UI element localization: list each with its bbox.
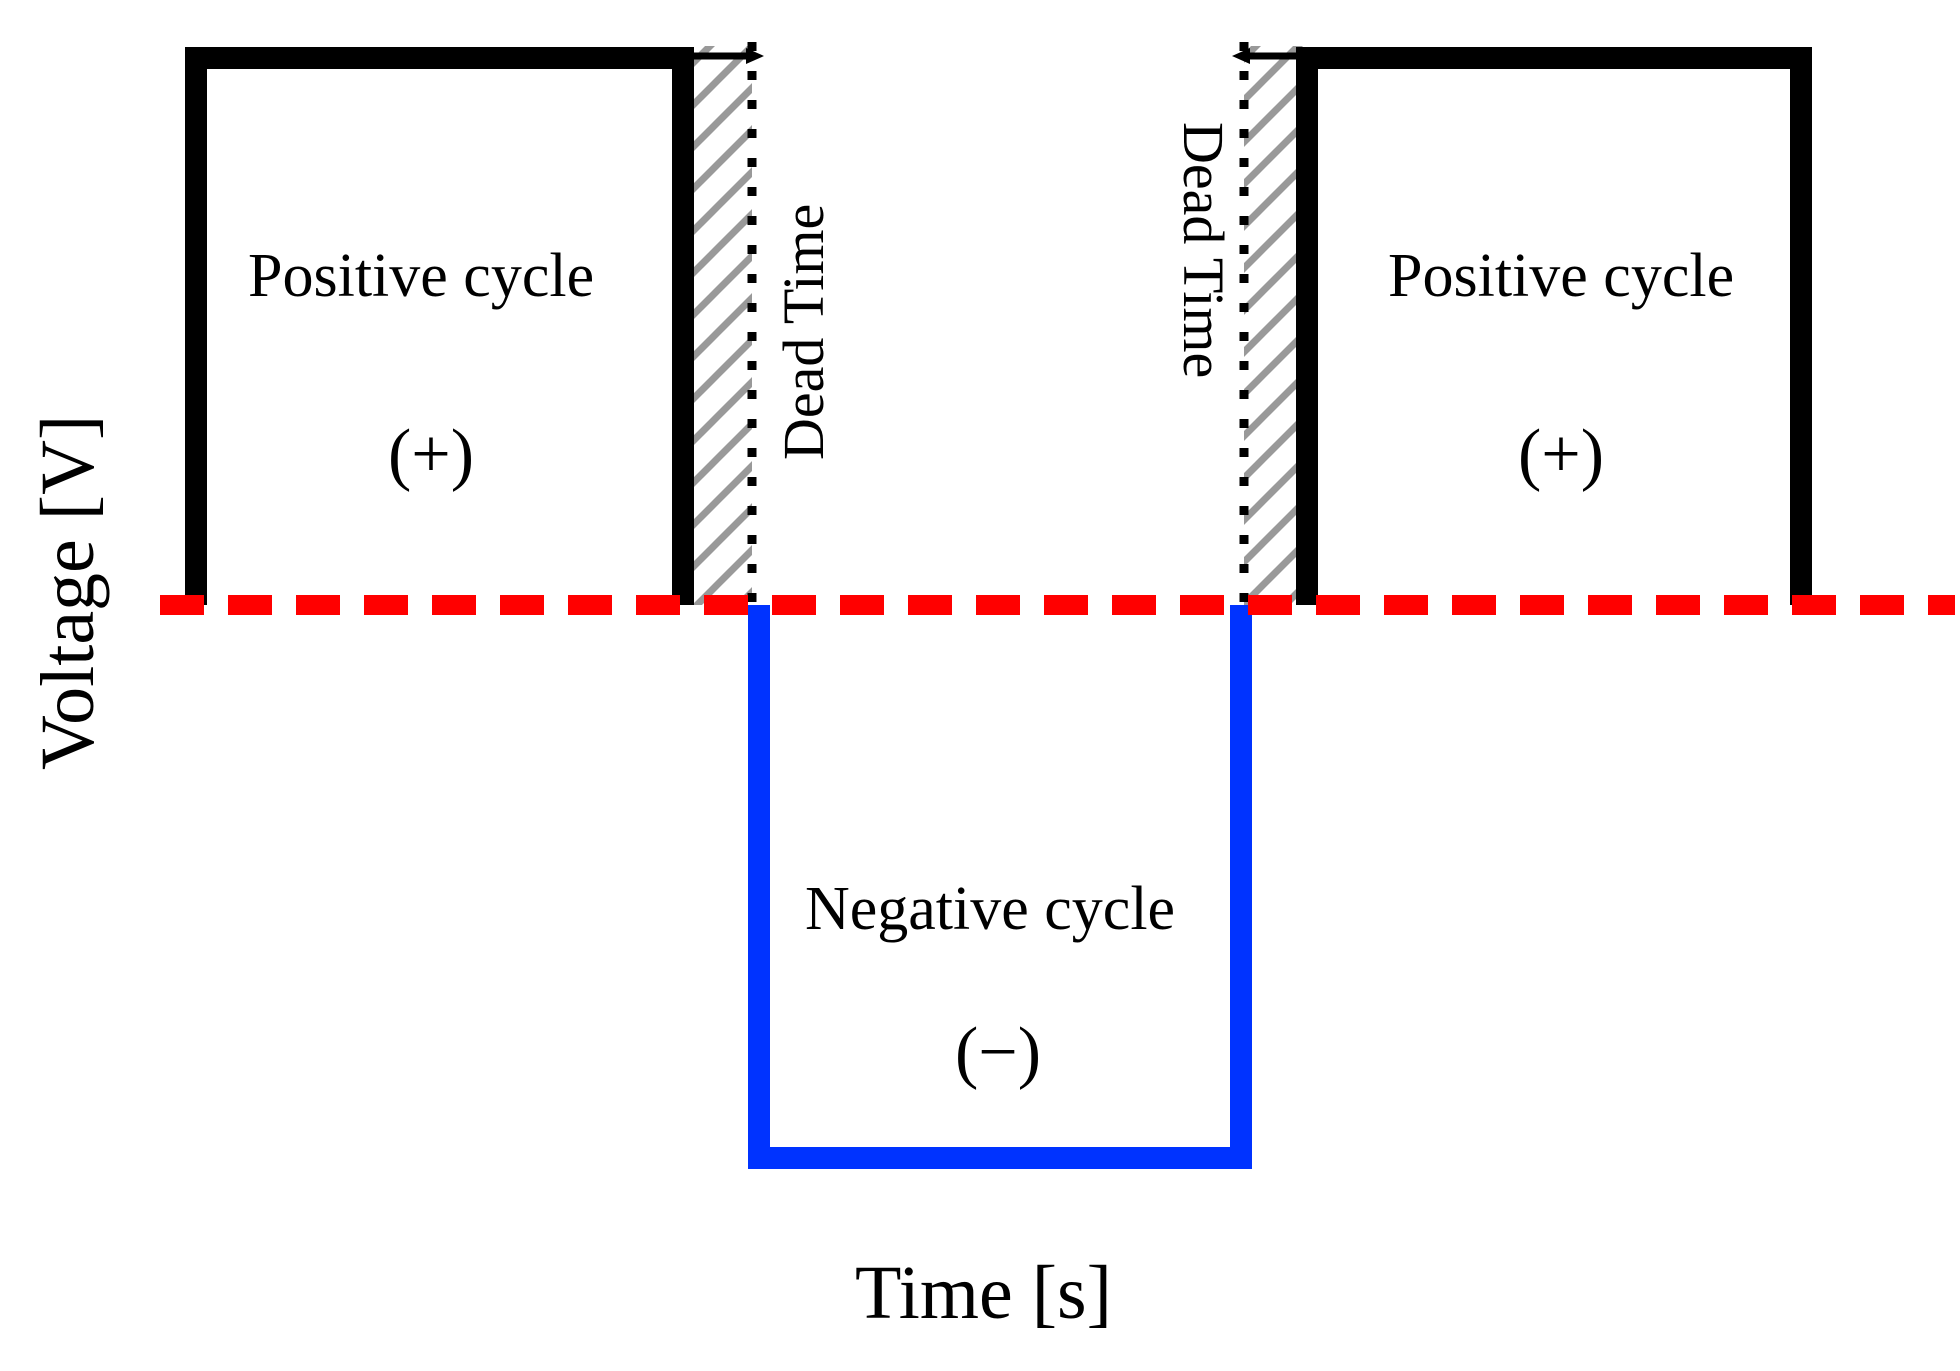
x-axis-label: Time [s] xyxy=(855,1251,1112,1335)
negative-sign: (−) xyxy=(955,1014,1042,1091)
positive-pulse-1 xyxy=(185,47,694,605)
dead-time-label-2: Dead Time xyxy=(1171,122,1236,379)
positive-pulse-2 xyxy=(1296,47,1812,605)
dead-time-label-1: Dead Time xyxy=(771,203,836,460)
positive-cycle-label-1: Positive cycle xyxy=(248,242,595,310)
positive-cycle-label-2: Positive cycle xyxy=(1388,242,1735,310)
negative-cycle-label: Negative cycle xyxy=(805,875,1176,943)
y-axis-label: Voltage [V] xyxy=(26,414,110,770)
dead-time-region-1 xyxy=(683,46,752,605)
positive-sign-2: (+) xyxy=(1518,416,1605,493)
negative-pulse xyxy=(748,605,1252,1169)
positive-sign-1: (+) xyxy=(388,416,475,493)
